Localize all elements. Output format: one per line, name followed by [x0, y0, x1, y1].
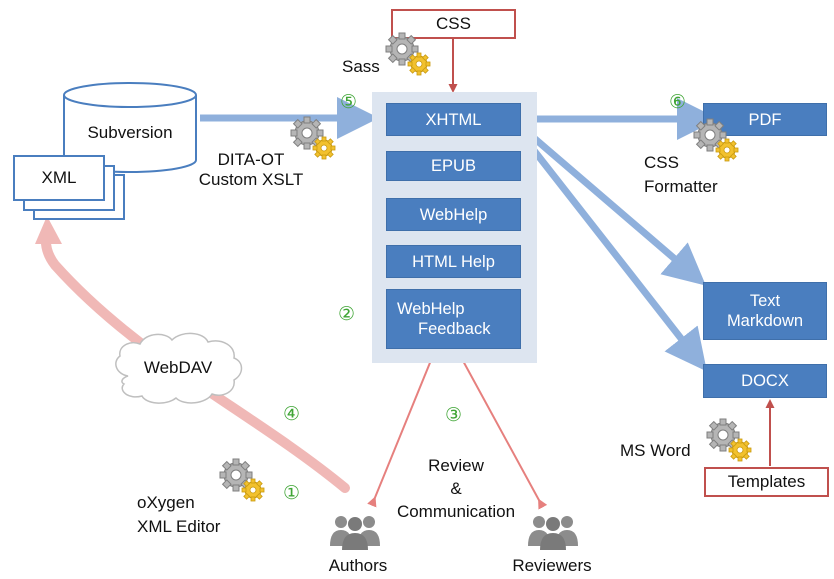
webhelp-feedback-box: WebHelp Feedback	[386, 289, 521, 349]
webhelp-label: WebHelp	[419, 205, 488, 224]
htmlhelp-label: HTML Help	[412, 252, 495, 271]
gear-icon	[706, 418, 752, 462]
review-line3: Communication	[396, 502, 516, 521]
htmlhelp-box: HTML Help	[386, 245, 521, 278]
arrowhead-xml	[35, 216, 62, 244]
arrow-xhtml-to-markdown	[517, 123, 706, 286]
dita-ot-line1: DITA-OT	[217, 150, 285, 169]
epub-box: EPUB	[386, 151, 521, 181]
xhtml-box: XHTML	[386, 103, 521, 136]
authors-people-icon	[330, 516, 380, 550]
arrow-xhtml-to-docx	[515, 127, 707, 372]
reviewers-people-icon	[528, 516, 578, 550]
step-2-number: ②	[338, 304, 356, 325]
xml-card: XML	[13, 155, 105, 201]
authors-label: Authors	[328, 556, 388, 575]
webdav-cloud-icon	[115, 332, 243, 404]
webdav-label: WebDAV	[143, 358, 213, 377]
review-line1: Review	[428, 456, 484, 475]
ms-word-label: MS Word	[620, 441, 691, 460]
pdf-label: PDF	[748, 110, 782, 129]
xhtml-label: XHTML	[425, 110, 482, 129]
xml-label: XML	[41, 168, 77, 187]
arrow-reviewers-feedback	[454, 344, 548, 510]
gear-icon	[693, 118, 739, 162]
arrow-authors-to-xml	[41, 227, 350, 493]
step-5-number: ⑤	[340, 92, 358, 113]
gear-icon	[385, 32, 431, 76]
css-stylesheet-box: CSS	[391, 9, 516, 39]
sass-label: Sass	[342, 57, 380, 76]
subversion-label: Subversion	[87, 123, 173, 142]
step-1-number: ①	[283, 483, 301, 504]
webhelp-box: WebHelp	[386, 198, 521, 231]
text-markdown-line2: Markdown	[726, 312, 804, 330]
dita-ot-line2: Custom XSLT	[198, 170, 304, 189]
step-3-number: ③	[445, 405, 463, 426]
text-markdown-line1: Text	[749, 292, 781, 310]
webhelp-feedback-line1: WebHelp	[397, 300, 465, 318]
templates-label: Templates	[727, 472, 806, 491]
templates-box: Templates	[704, 467, 829, 497]
subversion-cylinder-icon	[63, 82, 197, 173]
css-top-label: CSS	[436, 14, 471, 33]
step-6-number: ⑥	[669, 92, 687, 113]
docx-box: DOCX	[703, 364, 827, 398]
oxygen-line1: oXygen	[137, 493, 195, 512]
gear-icon	[219, 458, 265, 502]
css-formatter-line1: CSS	[644, 153, 679, 172]
pdf-box: PDF	[703, 103, 827, 136]
arrow-authors-feedback	[367, 344, 439, 508]
epub-label: EPUB	[431, 157, 476, 175]
oxygen-line2: XML Editor	[137, 517, 221, 536]
review-line2: &	[450, 479, 462, 498]
step-4-number: ④	[283, 404, 301, 425]
gear-icon	[290, 116, 336, 160]
webhelp-feedback-line2: Feedback	[418, 320, 491, 338]
reviewers-label: Reviewers	[512, 556, 592, 575]
docx-label: DOCX	[741, 372, 789, 390]
text-markdown-box: Text Markdown	[703, 282, 827, 340]
css-formatter-line2: Formatter	[644, 177, 718, 196]
